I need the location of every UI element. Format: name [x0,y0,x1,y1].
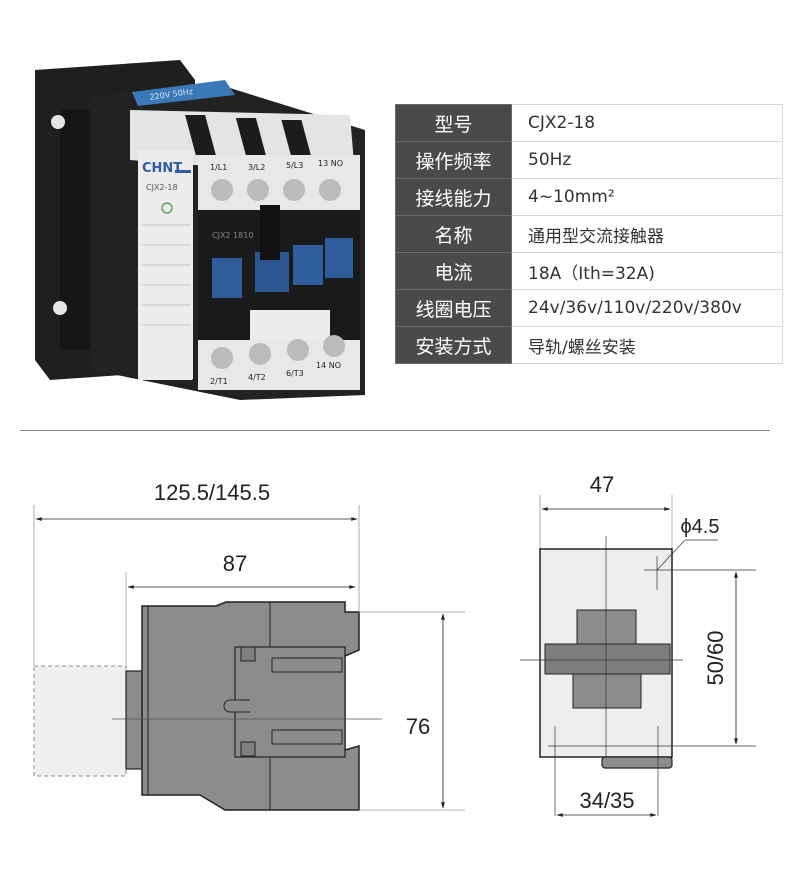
svg-text:6/T3: 6/T3 [286,369,304,378]
svg-text:CJX2-18: CJX2-18 [146,183,178,192]
product-photo: 220V 50Hz CHNT CJX2-18 1/L1 3/L2 5/L3 13… [35,60,365,400]
dimension-drawings: 125.5/145.5 87 76 47 [33,472,756,817]
spec-label: 接线能力 [395,178,512,216]
svg-text:1/L1: 1/L1 [210,163,227,172]
svg-text:3/L2: 3/L2 [248,163,265,172]
spec-label: 电流 [395,252,512,290]
dim-mounting-width: 34/35 [579,788,634,813]
dim-overall-length: 125.5/145.5 [154,480,270,505]
section-divider [20,430,770,431]
dim-height: 76 [406,714,430,739]
svg-text:4/T2: 4/T2 [248,373,266,382]
spec-label: 型号 [395,104,512,142]
spec-value: 18A（Ith=32A) [511,252,783,290]
svg-text:CHNT: CHNT [142,161,182,176]
dim-body-length: 87 [223,551,247,576]
svg-text:5/L3: 5/L3 [286,161,303,170]
spec-value: 4~10mm² [511,178,783,216]
spec-row-model: 型号 CJX2-18 [395,104,783,142]
spec-value: 导轨/螺丝安装 [511,326,783,364]
svg-text:13 NO: 13 NO [318,159,343,168]
spec-label: 线圈电压 [395,289,512,327]
svg-text:14 NO: 14 NO [316,361,341,370]
spec-label: 操作频率 [395,141,512,179]
spec-row-mounting: 安装方式 导轨/螺丝安装 [395,326,783,364]
spec-label: 名称 [395,215,512,253]
svg-text:CJX2 1810: CJX2 1810 [212,231,253,240]
dim-mounting-height: 50/60 [703,630,728,685]
spec-row-coil-voltage: 线圈电压 24v/36v/110v/220v/380v [395,289,783,327]
spec-row-wiring-capacity: 接线能力 4~10mm² [395,178,783,216]
dim-hole-diameter: ϕ4.5 [680,516,719,538]
spec-value: CJX2-18 [511,104,783,142]
spec-value: 50Hz [511,141,783,179]
contactor-body: 220V 50Hz CHNT CJX2-18 1/L1 3/L2 5/L3 13… [35,60,365,400]
front-view-drawing: 47 ϕ4.5 50/60 34/35 [520,472,756,817]
svg-text:2/T1: 2/T1 [210,377,228,386]
dim-width: 47 [590,472,614,497]
spec-row-name: 名称 通用型交流接触器 [395,215,783,253]
spec-label: 安装方式 [395,326,512,364]
spec-value: 24v/36v/110v/220v/380v [511,289,783,327]
spec-row-current: 电流 18A（Ith=32A) [395,252,783,290]
spec-table: 型号 CJX2-18 操作频率 50Hz 接线能力 4~10mm² 名称 通用型… [395,104,783,364]
spec-row-frequency: 操作频率 50Hz [395,141,783,179]
side-view-drawing: 125.5/145.5 87 76 [33,480,465,811]
spec-value: 通用型交流接触器 [511,215,783,253]
